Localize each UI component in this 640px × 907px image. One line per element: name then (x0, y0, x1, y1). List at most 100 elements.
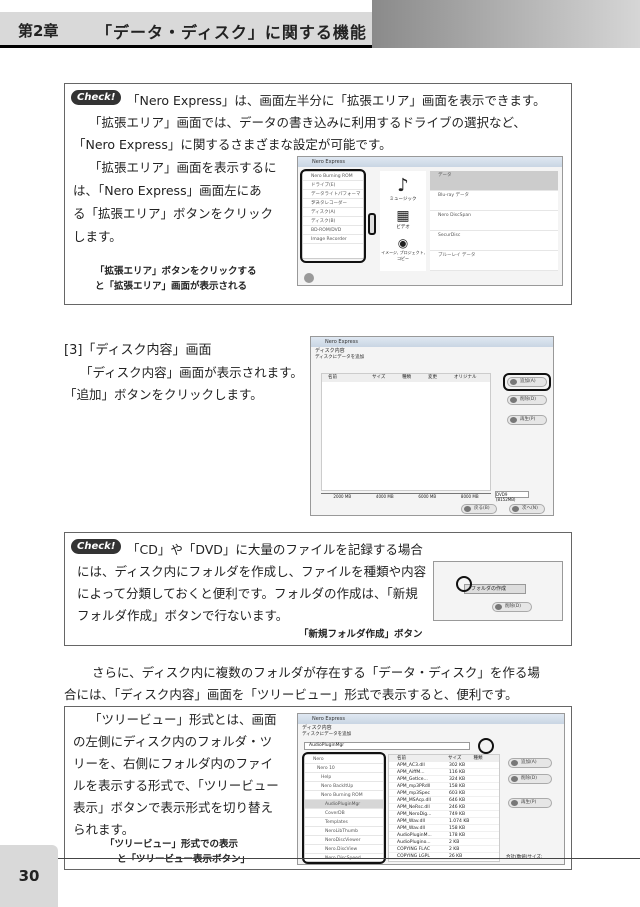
disc-content-title: ディスク内容 (315, 348, 345, 354)
tree-node[interactable]: CoverDB (305, 809, 383, 818)
file-name: APM_Wav.dll (397, 819, 425, 824)
file-size: 158 KB (449, 784, 466, 789)
play-button[interactable]: 再生(P) (507, 415, 547, 425)
file-row[interactable]: APM_NeroDig...749 KB (389, 811, 499, 818)
tree-node[interactable]: Nero 10 (305, 764, 383, 773)
file-size: 178 KB (449, 833, 466, 838)
new-folder-button[interactable]: フォルダの作成 (464, 584, 526, 594)
back-button[interactable]: 戻る(B) (461, 504, 497, 514)
file-name: APM_AiffM... (397, 770, 425, 775)
box3-line-3: リーを、右側にフォルダ内のファイ (73, 756, 274, 771)
file-name: APM_GetIce... (397, 777, 428, 782)
col-type[interactable]: 種類 (402, 375, 411, 380)
delete-button[interactable]: 削除(D) (507, 395, 547, 405)
expand-toggle-button[interactable] (368, 213, 376, 235)
tree-node[interactable]: Nero (305, 755, 383, 764)
expanded-area-screenshot: Nero Express Nero Burning ROM ドライブ(E) デー… (297, 156, 563, 286)
add-button[interactable]: 追加(A) (508, 758, 552, 768)
file-row[interactable]: AudioPluginM... 178 KB (389, 832, 499, 839)
panel-row: BD-ROM/DVD (303, 226, 363, 235)
tree-view-toggle-ring[interactable] (478, 738, 494, 754)
col-name[interactable]: 名前 (328, 375, 337, 380)
tree-node[interactable]: Nero BackItUp (305, 782, 383, 791)
scale-label: 2000 MB (333, 494, 352, 499)
col-type[interactable]: 種類 (473, 756, 483, 761)
file-size: 646 KB (449, 798, 466, 803)
delete-button[interactable]: 削除(D) (492, 602, 532, 612)
list-item[interactable]: データ (430, 171, 558, 191)
add-button[interactable]: 追加(A) (507, 377, 547, 387)
col-modified[interactable]: 変更 (428, 375, 437, 380)
icon-column: ♪ ミュージック ▦ ビデオ ◉ イメージ, プロジェクト, コピー (380, 171, 426, 271)
tree-node[interactable]: Nero Burning ROM (305, 791, 383, 800)
folder-tree: Nero Nero 10 Help Nero BackItUp Nero Bur… (304, 754, 384, 863)
section-line-1: 「ディスク内容」画面が表示されます。 (80, 365, 303, 380)
tree-node[interactable]: NeroLibThumb (305, 827, 383, 836)
box1-caption-2: と「拡張エリア」画面が表示される (95, 281, 248, 292)
panel-row: Nero Burning ROM (303, 172, 363, 181)
file-name: APM_mp3Spec (397, 791, 430, 796)
box3-line-4: ルを表示する形式で、「ツリービュー (73, 778, 279, 793)
window-title: Nero Express (311, 337, 553, 347)
tree-node[interactable]: AudioPluginMgr (305, 800, 383, 809)
col-name[interactable]: 名前 (397, 756, 406, 761)
total-size-label: 合計(数値)サイズ: (506, 854, 542, 860)
check-badge: Check! (71, 90, 122, 105)
file-row[interactable]: APM_GetIce...324 KB (389, 776, 499, 783)
file-name: AudioPluginM... (397, 833, 432, 838)
disc-type-select[interactable]: DVD9 (8152MB) (495, 491, 529, 502)
file-name: AudioPlugino... (397, 840, 431, 845)
box2-line-1: 「CD」や「DVD」に大量のファイルを記録する場合 (127, 542, 423, 557)
scale-label: 8000 MB (460, 494, 479, 499)
file-name: COPYING FLAC (397, 847, 430, 852)
next-button[interactable]: 次へ(N) (509, 504, 545, 514)
file-row[interactable]: APM_AiffM...116 KB (389, 769, 499, 776)
box3-line-5: 表示」ボタンで表示形式を切り替え (73, 800, 274, 815)
file-size: 2 KB (449, 840, 460, 845)
file-size: 749 KB (449, 812, 466, 817)
file-size: 603 KB (449, 791, 466, 796)
disc-content-sub: ディスクにデータを追加 (315, 355, 365, 360)
file-size: 158 KB (449, 826, 466, 831)
list-item[interactable]: Nero DiscSpan (430, 211, 558, 231)
play-button[interactable]: 再生(P) (508, 798, 552, 808)
box2-line-2: には、ディスク内にフォルダを作成し、ファイルを種類や内容 (77, 564, 427, 579)
tree-node[interactable]: Templates (305, 818, 383, 827)
page-header: 第2章 「データ・ディスク」に関する機能 (0, 0, 640, 50)
file-row[interactable]: AudioPlugino... 2 KB (389, 839, 499, 846)
tree-node[interactable]: Nero.DiscView (305, 845, 383, 854)
col-size[interactable]: サイズ (448, 756, 462, 761)
page-number: 30 (0, 845, 58, 907)
help-icon[interactable] (304, 273, 314, 283)
list-item[interactable]: SecurDisc (430, 231, 558, 251)
file-name: APM_mp3PRdll (397, 784, 431, 789)
tree-node[interactable]: Help (305, 773, 383, 782)
file-row[interactable]: APM_mp3PRdll 158 KB (389, 783, 499, 790)
panel-row: Image Recorder (303, 235, 363, 244)
file-row[interactable]: APM_mp3Spec 603 KB (389, 790, 499, 797)
box3-line-1: 「ツリービュー」形式とは、画面 (89, 712, 277, 727)
col-size[interactable]: サイズ (372, 375, 386, 380)
list-item[interactable]: Blu-ray データ (430, 191, 558, 211)
video-icon-label: ビデオ (396, 225, 410, 230)
highlight-ring (302, 752, 386, 864)
box1-line-1: 「Nero Express」は、画面左半分に「拡張エリア」画面を表示できます。 (127, 93, 546, 108)
col-original[interactable]: オリジナル (454, 375, 477, 380)
list-item[interactable]: ブルーレイ データ (430, 251, 558, 271)
tree-node[interactable]: NeroDiscViewer (305, 836, 383, 845)
para-line-2: 合には、「ディスク内容」画面を「ツリービュー」形式で表示すると、便利です。 (64, 687, 518, 702)
box2-line-4: フォルダ作成」ボタンで行ないます。 (77, 608, 289, 623)
file-name: APM_NeRsc.dll (397, 805, 430, 810)
path-field[interactable]: AudioPluginMgr (304, 742, 470, 750)
window-title: Nero Express (298, 714, 564, 724)
delete-button[interactable]: 削除(D) (508, 774, 552, 784)
highlight-ring (456, 576, 472, 592)
